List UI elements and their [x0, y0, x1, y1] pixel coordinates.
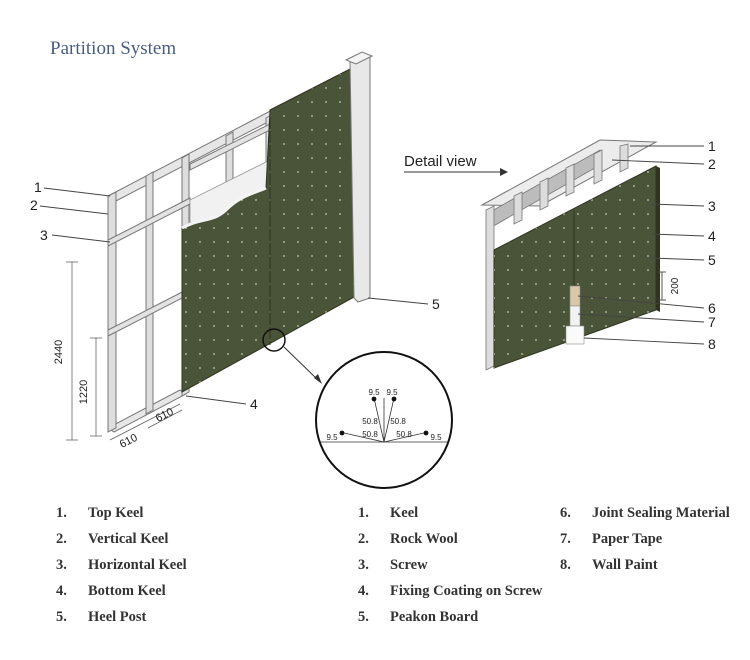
legend-item: 3.Screw — [358, 557, 428, 573]
detail-marker — [262, 328, 286, 352]
detail-callout-7: 7 — [708, 314, 716, 330]
wall-callout-1: 1 — [34, 179, 42, 195]
legend-item: 5.Heel Post — [56, 609, 147, 625]
legend-item: 1.Keel — [358, 505, 419, 521]
partition-figure: 1 2 3 5 4 2440 1220 610 610 Detail view — [30, 51, 716, 489]
wall-callout-5: 5 — [432, 296, 440, 312]
legend-left: 1.Top Keel 2.Vertical Keel 3.Horizontal … — [56, 505, 187, 635]
screw-dim-edge-right: 9.5 — [430, 433, 442, 442]
detail-callout-5: 5 — [708, 252, 716, 268]
legend-item: 4.Fixing Coating on Screw — [358, 583, 543, 599]
screw-dim-bot-right: 50.8 — [396, 430, 412, 439]
screw-dim-top-left: 9.5 — [368, 388, 380, 397]
detail-callout-8: 8 — [708, 336, 716, 352]
vertical-keel — [145, 171, 154, 415]
legend-right: 6.Joint Sealing Material 7.Paper Tape 8.… — [560, 505, 730, 583]
detail-callout-6: 6 — [708, 300, 716, 316]
vertical-keel — [107, 191, 117, 433]
dim-1220: 1220 — [78, 380, 90, 404]
legend-item: 5.Peakon Board — [358, 609, 479, 625]
legend-item: 6.Joint Sealing Material — [560, 505, 730, 521]
main-wall — [107, 51, 374, 433]
detail-callout-4: 4 — [708, 228, 716, 244]
detail-callout-1: 1 — [708, 138, 716, 154]
legend-item: 2.Rock Wool — [358, 531, 458, 547]
detail-callout-3: 3 — [708, 198, 716, 214]
detail-dim-200: 200 — [670, 277, 681, 294]
dim-2440: 2440 — [53, 340, 65, 364]
legend-item: 3.Horizontal Keel — [56, 557, 187, 573]
detail-block — [480, 139, 660, 371]
legend-middle: 1.Keel 2.Rock Wool 3.Screw 4.Fixing Coat… — [358, 505, 542, 635]
screw-dim-bot-left: 50.8 — [362, 430, 378, 439]
wall-callout-2: 2 — [30, 197, 38, 213]
legend-item: 1.Top Keel — [56, 505, 144, 521]
screw-detail-lines — [320, 397, 448, 443]
legend-item: 2.Vertical Keel — [56, 531, 169, 547]
detail-callout-2: 2 — [708, 156, 716, 172]
screw-dim-top-right: 9.5 — [386, 388, 398, 397]
legend-item: 7.Paper Tape — [560, 531, 663, 547]
screw-dim-mid-right: 50.8 — [390, 417, 406, 426]
detail-callouts — [577, 145, 705, 345]
diagram-title: Partition System — [50, 38, 177, 59]
wall-callouts — [39, 187, 429, 405]
zoom-leader — [283, 346, 319, 381]
detail-view-label: Detail view — [404, 153, 477, 170]
wall-callout-4: 4 — [250, 396, 258, 412]
screw-dim-edge-left: 9.5 — [326, 433, 338, 442]
screw-dim-mid-left: 50.8 — [362, 417, 378, 426]
dimension-lines — [66, 261, 183, 441]
heel-post — [349, 53, 371, 303]
legend-item: 4.Bottom Keel — [56, 583, 166, 599]
wall-callout-3: 3 — [40, 227, 48, 243]
legend-item: 8.Wall Paint — [560, 557, 658, 573]
